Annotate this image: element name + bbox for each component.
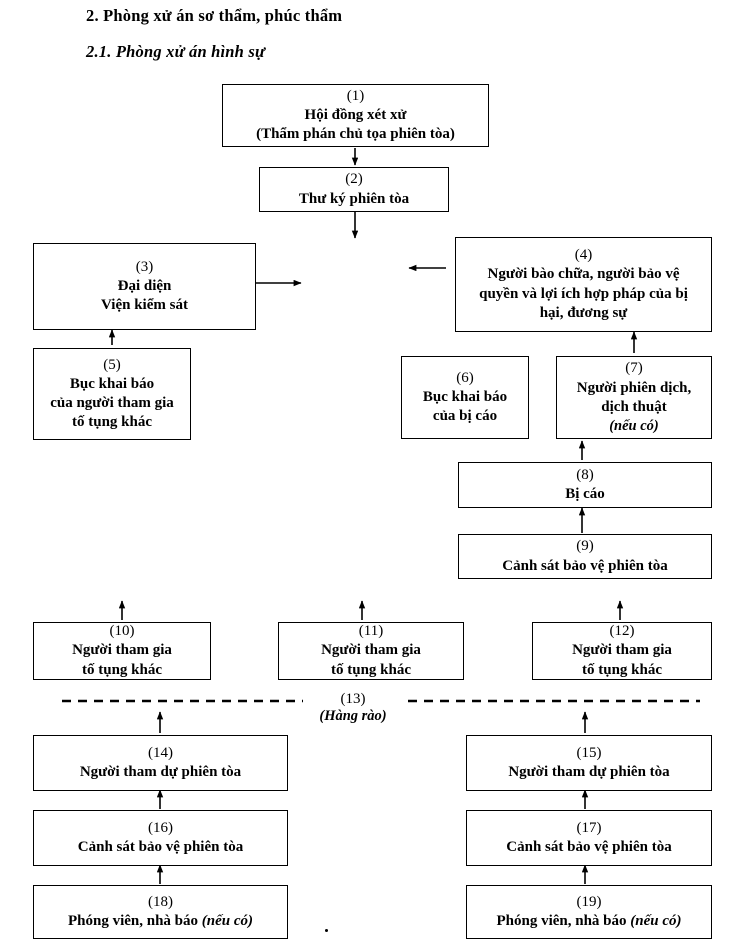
- page-heading: 2. Phòng xử án sơ thẩm, phúc thẩm: [86, 6, 343, 25]
- node-8-number: (8): [576, 466, 594, 483]
- node-1-number: (1): [346, 87, 365, 104]
- node-6-line-2: của bị cáo: [432, 408, 498, 425]
- node-18-note: (nếu có): [201, 913, 254, 929]
- node-18-line-1: Phóng viên, nhà báo: [67, 913, 199, 929]
- node-1[interactable]: (1) Hội đồng xét xử (Thẩm phán chủ tọa p…: [222, 84, 489, 147]
- node-12-line-1: Người tham gia: [572, 642, 672, 659]
- node-6[interactable]: (6) Bục khai báo của bị cáo: [401, 356, 529, 439]
- page-subheading: 2.1. Phòng xử án hình sự: [86, 42, 266, 61]
- node-6-number: (6): [456, 369, 474, 386]
- node-9-line-1: Cảnh sát bảo vệ phiên tòa: [502, 557, 668, 574]
- node-15[interactable]: (15) Người tham dự phiên tòa: [466, 735, 712, 791]
- node-11-number: (11): [358, 623, 384, 640]
- node-10-line-2: tố tụng khác: [81, 661, 163, 678]
- node-15-number: (15): [576, 744, 602, 761]
- node-7-note: (nếu có): [609, 418, 659, 434]
- node-5-line-1: Bục khai báo: [69, 375, 155, 392]
- node-12-number: (12): [609, 623, 635, 640]
- node-16[interactable]: (16) Cảnh sát bảo vệ phiên tòa: [33, 810, 288, 866]
- node-16-number: (16): [148, 819, 173, 836]
- node-9[interactable]: (9) Cảnh sát bảo vệ phiên tòa: [458, 534, 712, 579]
- node-19-number: (19): [576, 893, 602, 910]
- node-2-line-1: Thư ký phiên tòa: [298, 190, 410, 207]
- stray-dot: [325, 929, 328, 932]
- node-16-line-1: Cảnh sát bảo vệ phiên tòa: [77, 839, 244, 855]
- node-14-line-1: Người tham dự phiên tòa: [79, 764, 242, 780]
- node-5-number: (5): [103, 356, 121, 373]
- node-7[interactable]: (7) Người phiên dịch, dịch thuật (nếu có…: [556, 356, 712, 439]
- node-1-line-1: Hội đồng xét xử: [304, 106, 407, 123]
- node-1-line-2: (Thẩm phán chủ tọa phiên tòa): [256, 126, 455, 143]
- node-12-line-2: tố tụng khác: [581, 661, 663, 678]
- node-8-line-1: Bị cáo: [565, 486, 605, 502]
- node-11-line-1: Người tham gia: [321, 642, 421, 659]
- node-3-line-2: Viện kiểm sát: [101, 297, 188, 314]
- node-6-line-1: Bục khai báo: [422, 388, 508, 405]
- node-10-number: (10): [109, 623, 135, 640]
- node-2[interactable]: (2) Thư ký phiên tòa: [259, 167, 449, 212]
- node-17[interactable]: (17) Cảnh sát bảo vệ phiên tòa: [466, 810, 712, 866]
- node-19-text: Phóng viên, nhà báo (nếu có): [496, 912, 681, 931]
- node-5-line-2: của người tham gia: [50, 395, 174, 411]
- node-14[interactable]: (14) Người tham dự phiên tòa: [33, 735, 288, 791]
- fence-caption: (Hàng rào): [319, 708, 387, 724]
- node-18-text: Phóng viên, nhà báo (nếu có): [68, 912, 253, 931]
- node-18[interactable]: (18) Phóng viên, nhà báo (nếu có): [33, 885, 288, 939]
- node-4-line-2: quyền và lợi ích hợp pháp của bị: [479, 285, 688, 302]
- node-10[interactable]: (10) Người tham gia tố tụng khác: [33, 622, 211, 680]
- node-11[interactable]: (11) Người tham gia tố tụng khác: [278, 622, 464, 680]
- node-4-number: (4): [574, 247, 593, 264]
- node-7-number: (7): [625, 360, 643, 377]
- node-17-line-1: Cảnh sát bảo vệ phiên tòa: [506, 839, 672, 855]
- node-4-line-3: hại, đương sự: [539, 304, 628, 321]
- node-14-number: (14): [148, 744, 173, 761]
- fence-number: (13): [340, 691, 366, 707]
- node-11-line-2: tố tụng khác: [330, 661, 412, 678]
- node-4[interactable]: (4) Người bào chữa, người bảo vệ quyền v…: [455, 237, 712, 332]
- node-18-number: (18): [148, 893, 173, 910]
- node-5[interactable]: (5) Bục khai báo của người tham gia tố t…: [33, 348, 191, 440]
- node-5-line-3: tố tụng khác: [71, 414, 153, 431]
- node-7-line-1: Người phiên dịch,: [576, 379, 692, 396]
- node-15-line-1: Người tham dự phiên tòa: [508, 764, 670, 780]
- node-8[interactable]: (8) Bị cáo: [458, 462, 712, 508]
- node-7-line-2: dịch thuật: [601, 398, 667, 415]
- node-19[interactable]: (19) Phóng viên, nhà báo (nếu có): [466, 885, 712, 939]
- node-19-note: (nếu có): [630, 913, 682, 929]
- node-9-number: (9): [576, 538, 594, 555]
- node-4-line-1: Người bào chữa, người bảo vệ: [487, 266, 680, 283]
- node-19-line-1: Phóng viên, nhà báo: [496, 913, 627, 929]
- node-12[interactable]: (12) Người tham gia tố tụng khác: [532, 622, 712, 680]
- fence-label: (13) (Hàng rào): [303, 690, 403, 726]
- node-3-line-1: Đại diện: [117, 277, 172, 294]
- node-3[interactable]: (3) Đại diện Viện kiểm sát: [33, 243, 256, 330]
- node-2-number: (2): [345, 171, 363, 188]
- node-10-line-1: Người tham gia: [72, 642, 172, 659]
- node-3-number: (3): [135, 258, 154, 275]
- node-17-number: (17): [576, 819, 602, 836]
